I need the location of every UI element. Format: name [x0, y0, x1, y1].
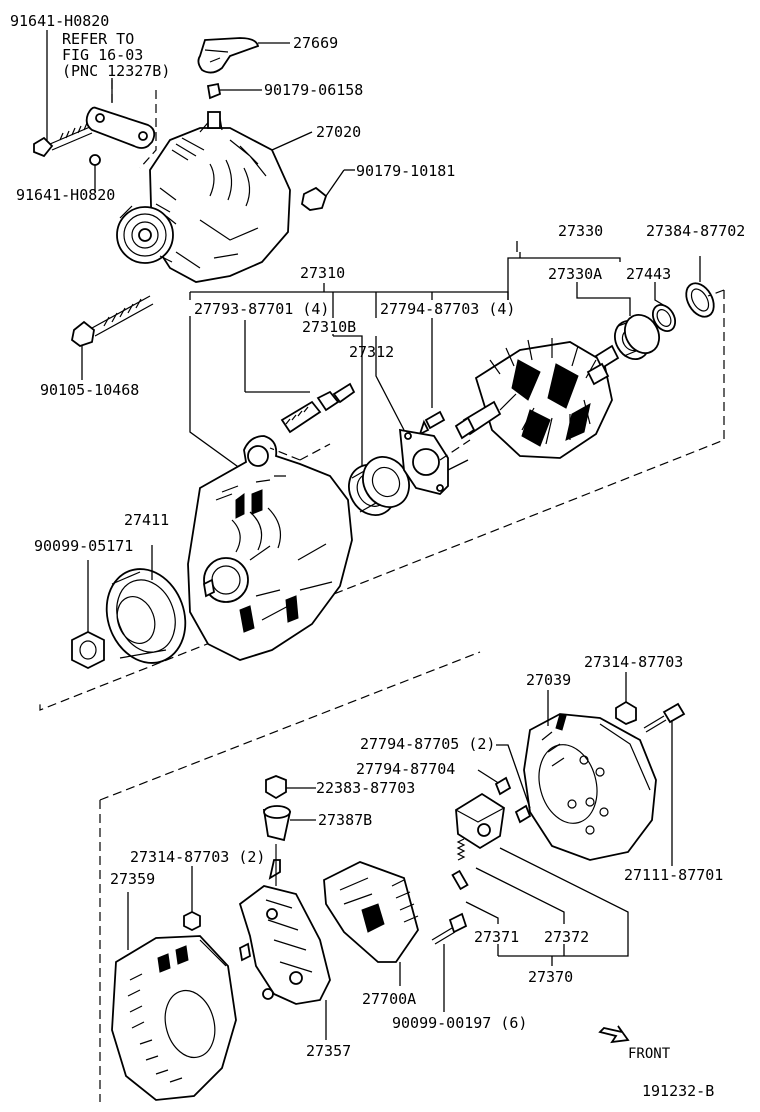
mounting-plate — [85, 106, 156, 149]
pulley-27411 — [105, 545, 187, 664]
label-27700a: 27700A — [362, 990, 416, 1008]
label-27443: 27443 — [626, 265, 671, 283]
label-27794-87704: 27794-87704 — [356, 760, 455, 778]
spring-27371 — [451, 838, 469, 891]
bolt-90099-00197 — [431, 912, 468, 1012]
label-27359: 27359 — [110, 870, 155, 888]
label-27372: 27372 — [544, 928, 589, 946]
nut-22383-87703 — [265, 775, 316, 800]
label-27371: 27371 — [474, 928, 519, 946]
label-refer-fig: FIG 16-03 — [62, 46, 143, 64]
ring-27443 — [651, 303, 677, 333]
label-27794-87705: 27794-87705 (2) — [360, 735, 495, 753]
stud-bolt-27793 — [280, 382, 356, 434]
brush-holder-27372 — [455, 792, 505, 850]
label-27312: 27312 — [349, 343, 394, 361]
label-27330a: 27330A — [548, 265, 602, 283]
label-refer-pnc: (PNC 12327B) — [62, 62, 170, 80]
label-27310: 27310 — [300, 264, 345, 282]
rear-cover-27359 — [111, 892, 237, 1101]
alternator-assembly-27020 — [116, 111, 313, 283]
nut-90099-05171 — [71, 560, 105, 670]
screw-27794-87703 — [418, 410, 446, 436]
label-27794-87703: 27794-87703 (4) — [380, 300, 515, 318]
front-arrow-icon — [598, 1025, 630, 1044]
label-27357: 27357 — [306, 1042, 351, 1060]
bearing-27330a — [614, 314, 660, 360]
retainer-plate-27312 — [398, 428, 449, 495]
insulator-27387b — [262, 805, 316, 842]
label-90099-00197: 90099-00197 (6) — [392, 1014, 527, 1032]
rectifier-27357 — [238, 844, 331, 1040]
label-27111-87701: 27111-87701 — [624, 866, 723, 884]
label-90105-10468: 90105-10468 — [40, 381, 139, 399]
label-refer-to: REFER TO — [62, 30, 134, 48]
label-90179-06158: 90179-06158 — [264, 81, 363, 99]
nut-27314-87703-2 — [183, 866, 201, 932]
label-27314-87703-top: 27314-87703 — [584, 653, 683, 671]
label-27411: 27411 — [124, 511, 169, 529]
regulator-27700a — [323, 861, 419, 986]
label-91641-h0820-top: 91641-H0820 — [10, 12, 109, 30]
screw-27794-87704 — [494, 776, 512, 796]
bolt-27111-87701 — [643, 702, 686, 866]
label-27669: 27669 — [293, 34, 338, 52]
bolt-90105-10468 — [71, 295, 154, 380]
screw-27794-87705 — [514, 804, 532, 824]
terminal-cap-27669 — [197, 37, 290, 74]
label-27330: 27330 — [558, 222, 603, 240]
label-27370: 27370 — [528, 968, 573, 986]
label-27039: 27039 — [526, 671, 571, 689]
label-27384-87702: 27384-87702 — [646, 222, 745, 240]
label-91641-h0820-mid: 91641-H0820 — [16, 186, 115, 204]
bolt-91641-h0820 — [33, 30, 93, 158]
label-90179-10181: 90179-10181 — [356, 162, 455, 180]
label-90099-05171: 90099-05171 — [34, 537, 133, 555]
label-27314-87703-mid: 27314-87703 (2) — [130, 848, 265, 866]
nut-90179-06158 — [206, 82, 262, 100]
nut-90179-10181 — [301, 169, 355, 211]
label-27020: 27020 — [316, 123, 361, 141]
label-27793-87701: 27793-87701 (4) — [194, 300, 329, 318]
label-27387b: 27387B — [318, 811, 372, 829]
label-22383-87703: 22383-87703 — [316, 779, 415, 797]
washer-icon — [89, 154, 101, 166]
label-front: FRONT — [628, 1046, 671, 1062]
label-27310b: 27310B — [302, 318, 356, 336]
bearing-27310b — [348, 456, 410, 516]
drive-end-frame — [187, 435, 353, 661]
nut-27314-87703 — [615, 672, 637, 726]
rotor-27330 — [454, 338, 620, 459]
cover-27384 — [685, 282, 715, 318]
figure-id: 191232-B — [642, 1082, 714, 1100]
